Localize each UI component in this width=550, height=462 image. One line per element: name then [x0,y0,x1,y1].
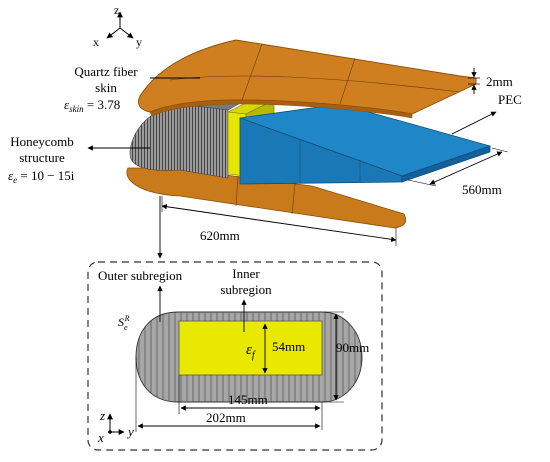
axis-y-label: y [136,35,142,49]
svg-text:y: y [126,424,134,439]
svg-text:skin: skin [95,80,117,95]
honeycomb-face [179,103,229,179]
inner-subregion-label-1: Inner [232,266,260,281]
outer-width-label: 202mm [206,410,246,425]
svg-text:εe = 10 − 15i: εe = 10 − 15i [8,168,75,185]
outer-height-label: 90mm [336,340,369,355]
detail-frame [87,261,383,451]
cross-section [135,311,363,403]
wing-model [126,39,492,229]
inner-width-label: 145mm [228,392,268,407]
thickness-dimension [468,68,480,94]
inner-height-label: 54mm [272,339,305,354]
svg-text:structure: structure [19,150,65,165]
eps-f-label: εf [246,342,256,361]
outer-subregion-label: Outer subregion [98,268,183,283]
svg-text:z: z [99,408,105,423]
thickness-label: 2mm [486,74,513,89]
axes-triad-detail: z x y [97,408,134,445]
honeycomb-label: Honeycomb structure εe = 10 − 15i [8,134,150,185]
axis-z-label: z [114,3,119,17]
svg-text:PEC: PEC [498,92,522,107]
svg-text:εskin = 3.78: εskin = 3.78 [64,97,120,114]
pec-label: PEC [451,92,522,135]
depth-dimension: 560mm [407,147,509,197]
inner-subregion-shape [178,320,323,376]
skin-label: Quartz fiber skin εskin = 3.78 [64,64,200,114]
svg-text:x: x [97,430,104,445]
axes-triad-top: z x y [93,3,142,49]
depth-label: 560mm [462,182,502,197]
s-e-r-label: SeR [118,314,130,332]
svg-text:Quartz fiber: Quartz fiber [74,64,138,79]
axis-x-label: x [93,35,99,49]
svg-text:Honeycomb: Honeycomb [10,134,74,149]
span-dimension: 620mm [161,196,397,246]
inner-subregion-label-2: subregion [220,282,272,297]
span-label: 620mm [200,228,240,243]
